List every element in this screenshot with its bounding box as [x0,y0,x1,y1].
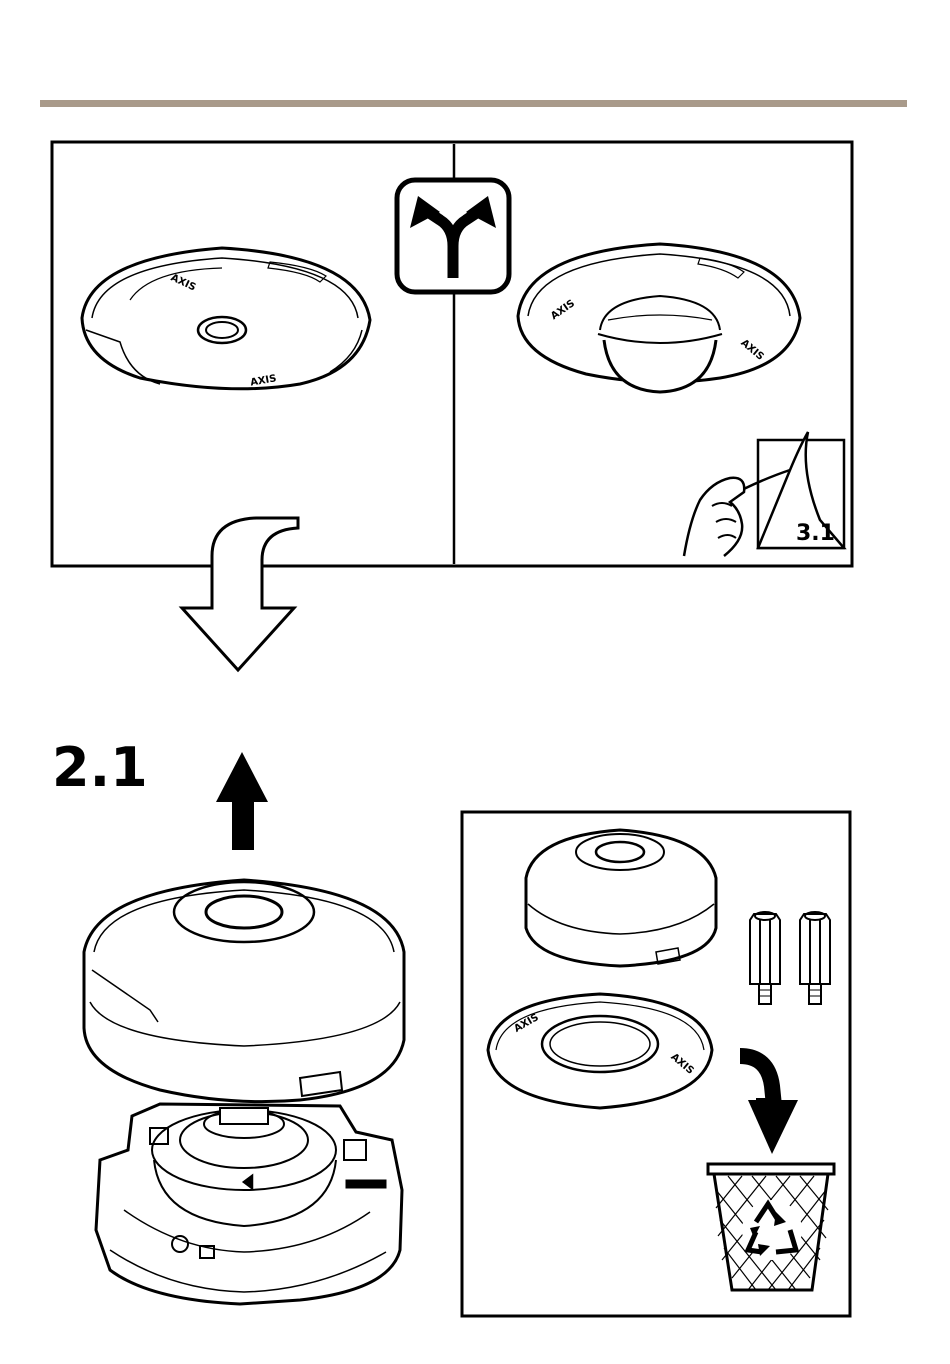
step-label-remove: 2.1 [52,736,148,799]
cover-lifted-illustration [84,880,404,1102]
spacer-screws-illustration [750,912,830,1004]
curved-down-arrow-icon [182,518,298,670]
trim-ring-illustration [488,994,712,1108]
down-arrow-icon [740,1056,798,1154]
step-label-alt: 3.1 [796,521,835,546]
flat-cover-illustration [82,248,370,389]
recycle-bin-icon [708,1164,834,1290]
fork-arrows-icon [397,180,509,292]
up-arrow-icon [216,752,268,850]
cover-part-illustration [526,830,716,966]
camera-base-illustration [96,1104,402,1304]
